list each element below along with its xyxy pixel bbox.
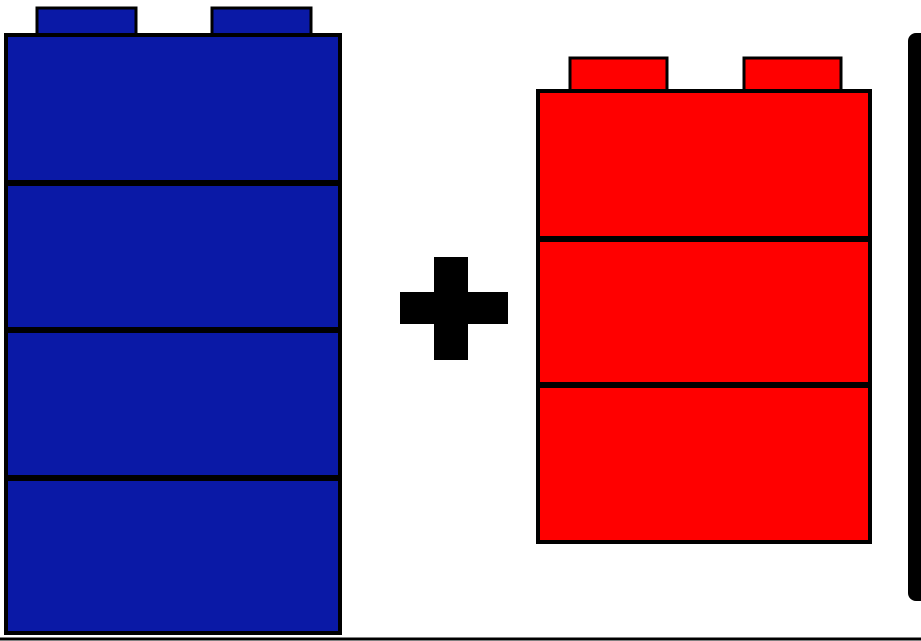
cropped-edge-bar [908, 33, 921, 601]
red-block [538, 58, 870, 542]
blue-block [6, 8, 340, 633]
red-stud-left [570, 58, 667, 91]
red-block-body [538, 91, 870, 542]
plus-horizontal-bar [400, 292, 508, 324]
blue-block-body [6, 35, 340, 633]
red-stud-right [744, 58, 841, 91]
